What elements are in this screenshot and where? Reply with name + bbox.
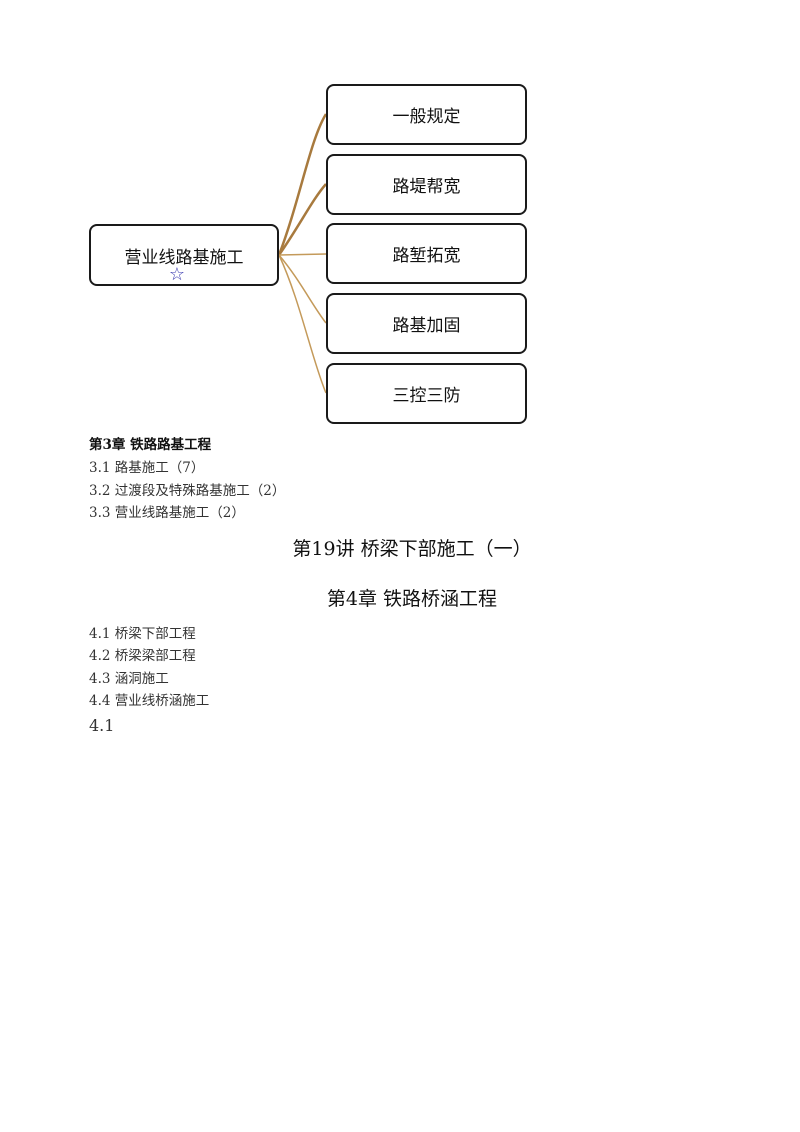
child-node-label: 路堤帮宽 xyxy=(392,177,461,197)
diagram-connectors xyxy=(277,113,328,394)
child-node-subgrade-reinforcement[interactable]: 路基加固 xyxy=(326,293,527,354)
chapter3-item: 3.1 路基施工（7） xyxy=(89,460,205,476)
child-node-general-rules[interactable]: 一般规定 xyxy=(326,84,527,145)
section-start-heading: 4.1 xyxy=(89,716,115,735)
connector-2 xyxy=(277,183,327,256)
root-node[interactable]: 营业线路基施工 xyxy=(89,224,279,286)
connector-3 xyxy=(278,253,327,256)
connector-1 xyxy=(277,113,328,256)
chapter3-item: 3.2 过渡段及特殊路基施工（2） xyxy=(89,483,286,499)
child-node-label: 三控三防 xyxy=(392,386,461,406)
chapter4-title: 第4章 铁路桥涵工程 xyxy=(326,588,498,610)
child-node-label: 路堑拓宽 xyxy=(392,246,461,266)
chapter4-item: 4.4 营业线桥涵施工 xyxy=(89,693,210,709)
lecture-title: 第19讲 桥梁下部施工（一） xyxy=(292,538,532,560)
star-icon: ☆ xyxy=(168,264,186,285)
chapter3-title: 第3章 铁路路基工程 xyxy=(89,437,212,453)
child-node-label: 路基加固 xyxy=(392,316,461,336)
child-node-embankment-widening[interactable]: 路堤帮宽 xyxy=(326,154,527,215)
connector-4 xyxy=(278,254,327,324)
chapter4-item: 4.3 涵洞施工 xyxy=(89,671,169,687)
chapter4-item: 4.2 桥梁梁部工程 xyxy=(89,648,196,664)
child-node-three-controls[interactable]: 三控三防 xyxy=(326,363,527,424)
child-node-label: 一般规定 xyxy=(392,107,461,127)
root-node-label: 营业线路基施工 xyxy=(124,247,244,268)
chapter4-item: 4.1 桥梁下部工程 xyxy=(89,626,196,642)
chapter3-item: 3.3 营业线路基施工（2） xyxy=(89,505,245,521)
mind-map-diagram: 营业线路基施工 ☆ 一般规定 路堤帮宽 路堑拓宽 路基加固 三控三防 xyxy=(0,0,800,430)
child-node-cutting-widening[interactable]: 路堑拓宽 xyxy=(326,223,527,284)
connector-5 xyxy=(278,254,327,394)
